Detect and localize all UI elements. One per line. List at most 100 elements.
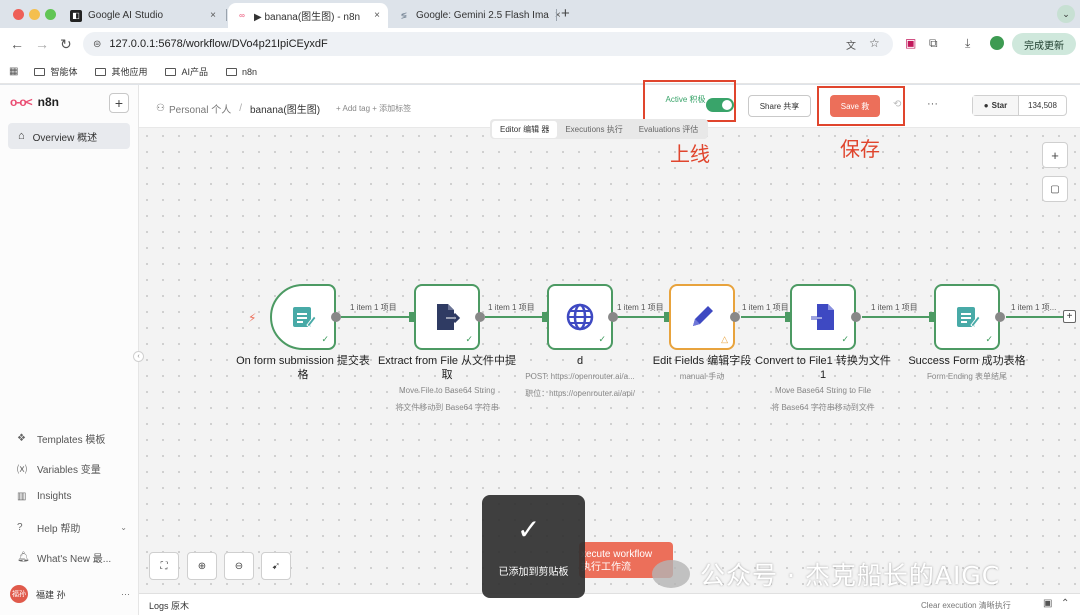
node-extract-from-file[interactable]: ✓: [414, 284, 480, 350]
sidebar-item-help[interactable]: ? Help 帮助 ⌄: [17, 520, 127, 535]
connection-line[interactable]: [862, 316, 930, 318]
node-convert-to-file[interactable]: ✓: [790, 284, 856, 350]
site-info-icon[interactable]: ⊜: [93, 38, 102, 50]
view-tabs: Editor 编辑 器 Executions 执行 Evaluations 评估: [490, 119, 709, 139]
zoom-in-button[interactable]: ⊕: [187, 552, 217, 580]
download-icon[interactable]: ⤓: [965, 36, 971, 50]
output-port[interactable]: [995, 312, 1005, 322]
share-button[interactable]: Share 共享: [748, 95, 811, 117]
extension-icon[interactable]: ▣: [905, 36, 917, 50]
add-next-node-button[interactable]: +: [1063, 310, 1076, 323]
close-tab-icon[interactable]: ×: [374, 10, 380, 21]
browser-tab-ai-studio[interactable]: ◧ Google AI Studio ×: [62, 3, 224, 28]
node-success-form[interactable]: ✓: [934, 284, 1000, 350]
url-text[interactable]: 127.0.0.1:5678/workflow/DVo4p21IpiCEyxdF: [109, 38, 328, 50]
logs-panel-bar[interactable]: Logs 原木 Clear execution 清晰执行 ▣ ⌃: [139, 593, 1080, 615]
node-on-form-submission[interactable]: ✓: [270, 284, 336, 350]
connection-line[interactable]: [1006, 316, 1064, 318]
user-menu[interactable]: 福孙 福建 孙 ···: [10, 585, 130, 603]
sidebar-item-whats-new[interactable]: 🔔︎ What's New 最...: [17, 550, 127, 565]
connection-line[interactable]: [741, 316, 786, 318]
node-subtitle: manual 手动: [679, 372, 725, 381]
n8n-logo[interactable]: o-o< n8n: [10, 95, 59, 109]
node-subtitle: Form Ending 表单结尾: [926, 372, 1008, 381]
breadcrumb-project[interactable]: Personal 个人: [168, 105, 232, 116]
bookmark-folder[interactable]: AI产品: [165, 65, 208, 78]
tab-evaluations[interactable]: Evaluations 评估: [638, 124, 699, 134]
zoom-out-button[interactable]: ⊖: [224, 552, 254, 580]
success-check-icon: ✓: [985, 334, 993, 344]
connection-line[interactable]: [616, 316, 666, 318]
translate-icon[interactable]: 文: [846, 41, 856, 52]
maximize-window-button[interactable]: [45, 9, 56, 20]
bookmark-folder[interactable]: 智能体: [34, 65, 77, 78]
tab-executions[interactable]: Executions 执行: [565, 124, 623, 134]
bookmark-star-icon[interactable]: ☆: [869, 36, 880, 50]
tidy-up-button[interactable]: ➹: [261, 552, 291, 580]
close-window-button[interactable]: [13, 9, 24, 20]
node-subtitle: Move File to Base64 String: [398, 386, 496, 395]
workflow-canvas[interactable]: [139, 128, 1080, 593]
close-tab-icon[interactable]: ×: [210, 10, 216, 21]
success-check-icon: ✓: [841, 334, 849, 344]
reload-icon[interactable]: ↻: [60, 36, 72, 52]
sidebar-item-variables[interactable]: ⒳ Variables 变量: [17, 461, 127, 476]
execute-workflow-button[interactable]: xecute workflow 执行工作流: [579, 542, 673, 578]
input-port[interactable]: [542, 312, 547, 322]
input-port[interactable]: [664, 312, 669, 322]
sidebar-item-overview[interactable]: ⌂ Overview 概述: [8, 123, 130, 149]
more-options-icon[interactable]: ···: [121, 589, 130, 599]
openrouter-favicon-icon: ≶: [400, 11, 408, 20]
clear-execution-button[interactable]: Clear execution 清晰执行: [921, 601, 1011, 610]
close-tab-icon[interactable]: ×: [554, 10, 561, 21]
collapse-sidebar-button[interactable]: ‹: [133, 351, 144, 362]
new-tab-button[interactable]: +: [561, 5, 570, 22]
node-http-request[interactable]: ✓: [547, 284, 613, 350]
output-port[interactable]: [331, 312, 341, 322]
output-port[interactable]: [475, 312, 485, 322]
sidebar-item-templates[interactable]: ❖ Templates 模板: [17, 431, 127, 446]
input-port[interactable]: [409, 312, 414, 322]
save-button[interactable]: Save 救: [830, 95, 880, 117]
tab-search-button[interactable]: ⌄: [1057, 5, 1075, 23]
connection-line[interactable]: [341, 316, 410, 318]
output-port[interactable]: [608, 312, 618, 322]
profile-avatar[interactable]: [990, 36, 1004, 50]
more-options-button[interactable]: ···: [927, 98, 938, 110]
help-icon: ?: [17, 522, 23, 533]
fit-view-button[interactable]: ⛶: [149, 552, 179, 580]
connection-line[interactable]: [485, 316, 543, 318]
expand-panel-icon[interactable]: ▣: [1043, 598, 1053, 609]
add-node-button[interactable]: +: [1042, 142, 1068, 168]
input-port[interactable]: [785, 312, 790, 322]
apps-grid-icon[interactable]: ▦: [9, 66, 19, 77]
node-edit-fields[interactable]: △: [669, 284, 735, 350]
forward-arrow-icon[interactable]: →: [35, 36, 49, 52]
github-star-button[interactable]: ●Star 134,508: [972, 95, 1067, 116]
output-port[interactable]: [730, 312, 740, 322]
address-bar[interactable]: ⊜ 127.0.0.1:5678/workflow/DVo4p21IpiCEyx…: [83, 32, 893, 56]
success-check-icon: ✓: [321, 334, 329, 344]
extensions-puzzle-icon[interactable]: ⧉: [929, 36, 938, 50]
tab-editor[interactable]: Editor 编辑 器: [492, 120, 558, 138]
input-port[interactable]: [929, 312, 934, 322]
success-check-icon: ✓: [465, 334, 473, 344]
browser-tab-n8n[interactable]: ∞ ▶ banana(图生图) - n8n ×: [228, 3, 388, 28]
history-icon[interactable]: ⟲: [893, 99, 902, 110]
chevron-up-icon[interactable]: ⌃: [1061, 598, 1070, 609]
sticky-note-button[interactable]: ▢: [1042, 176, 1068, 202]
folder-icon: [165, 67, 177, 76]
update-button[interactable]: 完成更新: [1012, 33, 1076, 55]
wechat-logo-icon: [652, 560, 690, 588]
workflow-name[interactable]: banana(图生图): [250, 105, 321, 116]
bookmark-folder[interactable]: n8n: [226, 67, 257, 77]
minimize-window-button[interactable]: [29, 9, 40, 20]
create-button[interactable]: +: [109, 93, 129, 113]
active-toggle[interactable]: [706, 98, 734, 112]
back-arrow-icon[interactable]: ←: [10, 36, 24, 52]
bookmark-folder[interactable]: 其他应用: [95, 65, 147, 78]
add-tag-button[interactable]: + Add tag + 添加标签: [336, 104, 412, 113]
output-port[interactable]: [851, 312, 861, 322]
browser-tab-openrouter[interactable]: ≶ Google: Gemini 2.5 Flash Ima ×: [390, 3, 561, 28]
sidebar-item-insights[interactable]: ▥ Insights: [17, 491, 127, 502]
